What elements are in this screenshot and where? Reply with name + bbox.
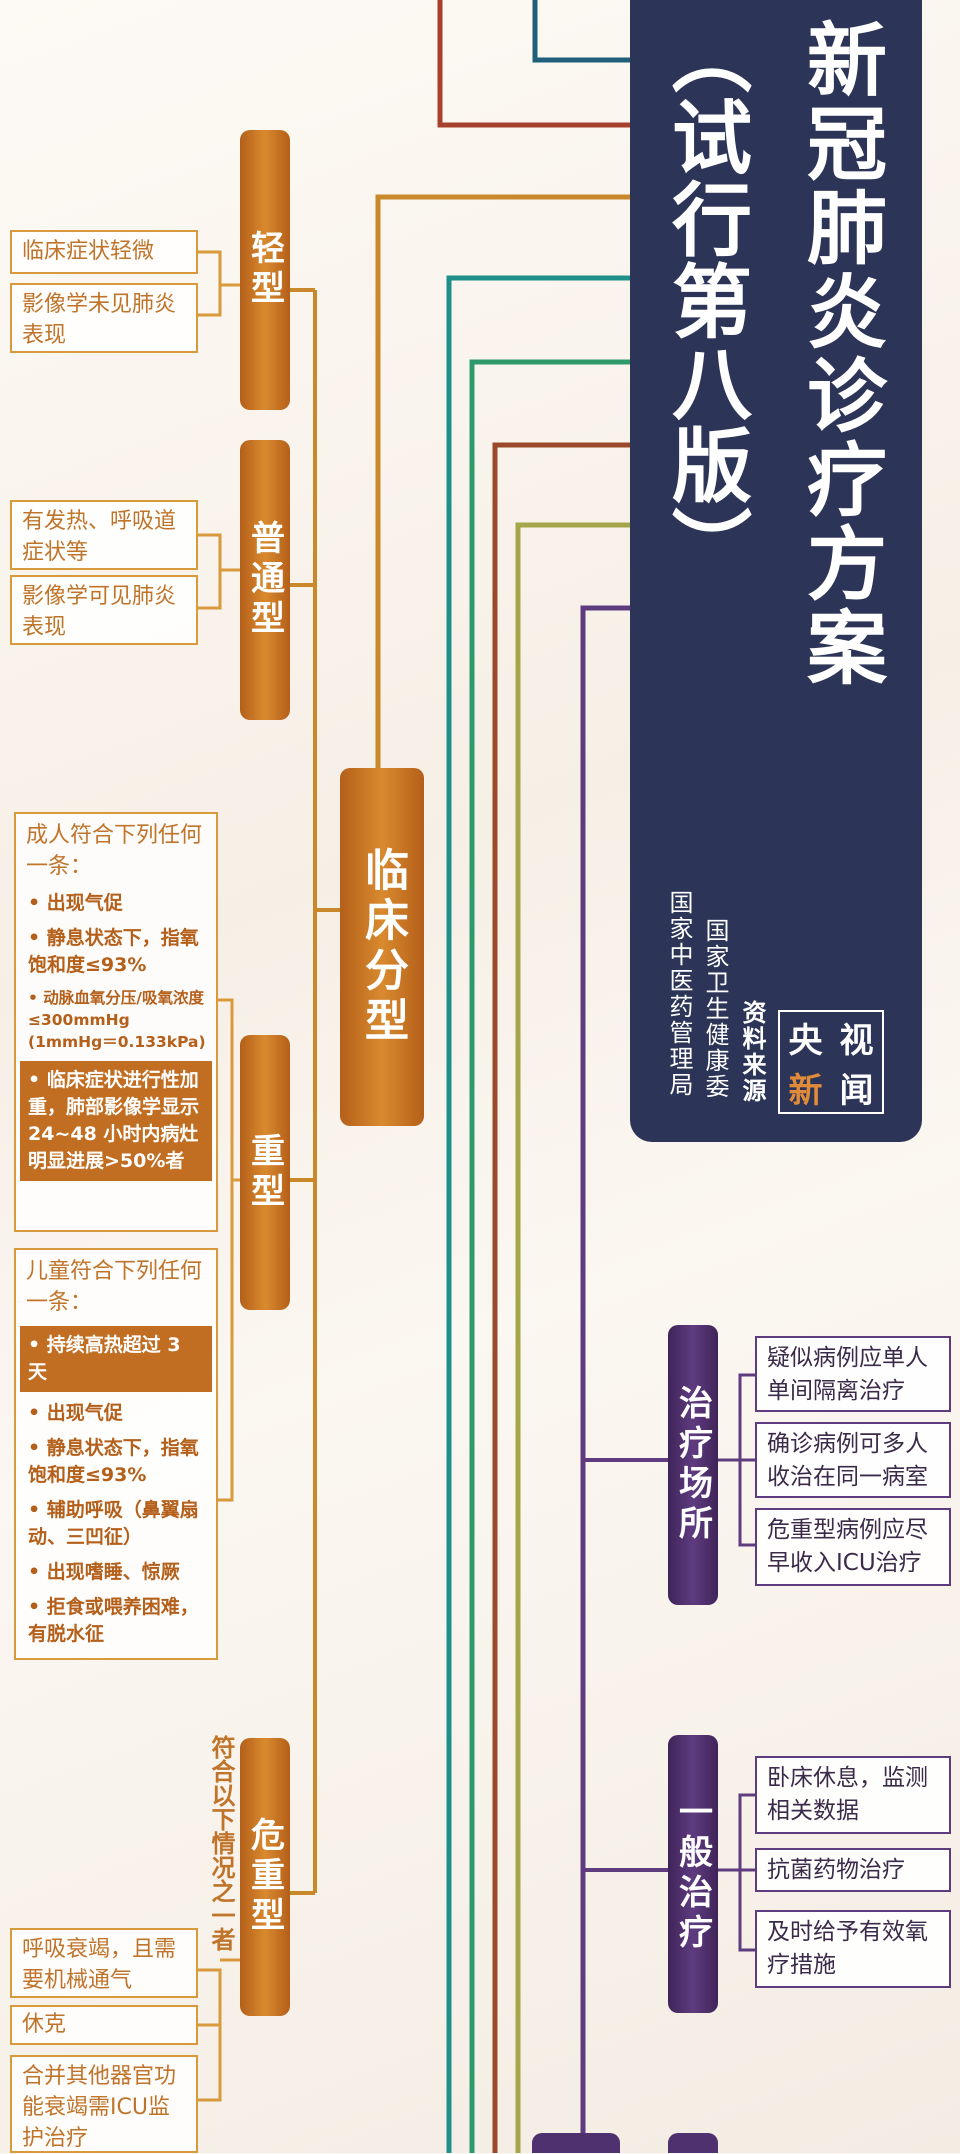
general-treatment-item-1: 卧床休息，监测相关数据 xyxy=(755,1756,951,1834)
source-label: 资料来源 xyxy=(738,1000,766,1104)
common-item-1: 有发热、呼吸道症状等 xyxy=(10,500,198,570)
page-subtitle: （试行第八版） xyxy=(659,14,752,588)
severe-child-item: • 出现气促 xyxy=(28,1402,123,1424)
general-treatment-bar: 一般治疗 xyxy=(668,1735,718,2013)
logo-char-1: 央 xyxy=(788,1020,823,1061)
severe-type-bar: 重型 xyxy=(240,1035,290,1310)
severe-adult-criteria: 成人符合下列任何一条： • 出现气促 • 静息状态下，指氧饱和度≤93% • 动… xyxy=(14,812,218,1232)
logo-char-2: 视 xyxy=(839,1020,874,1061)
critical-item-3: 合并其他器官功能衰竭需ICU监护治疗 xyxy=(10,2055,198,2153)
severe-child-item-highlight: • 持续高热超过 3 天 xyxy=(20,1326,212,1392)
critical-item-2: 休克 xyxy=(10,2005,198,2045)
treatment-place-bar: 治疗场所 xyxy=(668,1325,718,1605)
severe-child-item: • 辅助呼吸（鼻翼扇动、三凹征） xyxy=(28,1499,199,1548)
cctv-news-logo: 央 视 新 闻 xyxy=(778,1010,884,1114)
critical-item-1: 呼吸衰竭，且需要机械通气 xyxy=(10,1928,198,1998)
critical-type-bar: 危重型 xyxy=(240,1738,290,2016)
logo-char-3: 新 xyxy=(788,1070,823,1111)
severe-adult-item: • 动脉血氧分压/吸氧浓度≤300mmHg (1mmHg＝0.133kPa) xyxy=(28,989,206,1051)
treatment-place-item-1: 疑似病例应单人单间隔离治疗 xyxy=(755,1336,951,1412)
mild-item-1: 临床症状轻微 xyxy=(10,230,198,274)
severe-adult-title: 成人符合下列任何一条： xyxy=(26,823,203,879)
treatment-place-item-2: 确诊病例可多人收治在同一病室 xyxy=(755,1422,951,1498)
clinical-classification-bar: 临床分型 xyxy=(340,768,424,1126)
title-card xyxy=(630,0,922,1142)
severe-child-title: 儿童符合下列任何一条： xyxy=(26,1259,203,1315)
next-section-stub-right xyxy=(668,2133,718,2153)
severe-adult-item: • 出现气促 xyxy=(28,892,123,914)
general-treatment-item-2: 抗菌药物治疗 xyxy=(755,1848,951,1892)
critical-condition-note: 符合以下情况之一者 xyxy=(207,1735,235,1951)
treatment-place-item-3: 危重型病例应尽早收入ICU治疗 xyxy=(755,1508,951,1586)
common-item-2: 影像学可见肺炎表现 xyxy=(10,575,198,645)
logo-char-4: 闻 xyxy=(839,1070,874,1111)
severe-adult-item-highlight: • 临床症状进行性加重，肺部影像学显示 24~48 小时内病灶明显进展>50%者 xyxy=(20,1061,212,1181)
common-type-bar: 普通型 xyxy=(240,440,290,720)
severe-child-item: • 出现嗜睡、惊厥 xyxy=(28,1561,180,1583)
severe-adult-item: • 静息状态下，指氧饱和度≤93% xyxy=(28,927,199,976)
mild-type-bar: 轻型 xyxy=(240,130,290,410)
page-title: 新冠肺炎诊疗方案 xyxy=(794,18,887,690)
mild-item-2: 影像学未见肺炎表现 xyxy=(10,283,198,353)
source-nhc: 国家卫生健康委 xyxy=(701,918,729,1100)
severe-child-criteria: 儿童符合下列任何一条： • 持续高热超过 3 天 • 出现气促 • 静息状态下，… xyxy=(14,1248,218,1660)
general-treatment-item-3: 及时给予有效氧疗措施 xyxy=(755,1910,951,1988)
severe-child-item: • 拒食或喂养困难，有脱水征 xyxy=(28,1596,199,1645)
severe-child-item: • 静息状态下，指氧饱和度≤93% xyxy=(28,1437,199,1486)
source-tcm: 国家中医药管理局 xyxy=(665,890,693,1098)
next-section-stub-left xyxy=(532,2133,620,2153)
